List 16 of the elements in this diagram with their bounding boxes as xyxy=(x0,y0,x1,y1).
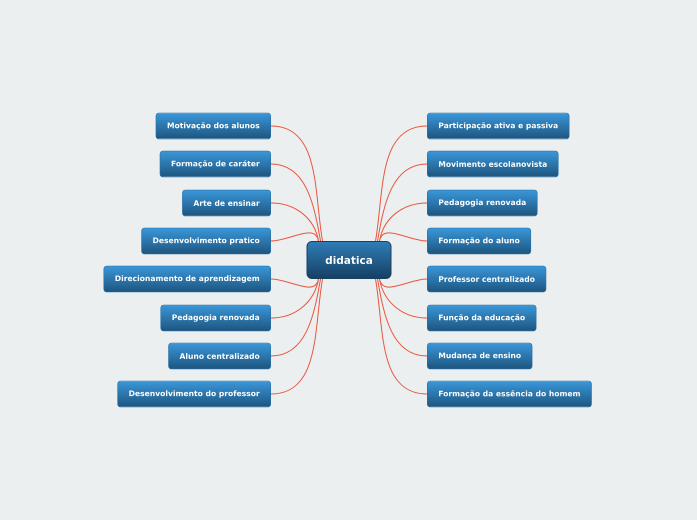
connector-line xyxy=(270,278,319,288)
connector-line xyxy=(375,126,428,242)
connector-line xyxy=(377,164,428,242)
connector-line xyxy=(270,278,323,394)
connector-line xyxy=(377,278,428,356)
connector-line xyxy=(270,164,321,242)
connector-line xyxy=(375,278,428,394)
connector-line xyxy=(379,278,428,318)
connector-line xyxy=(379,278,428,288)
connector-line xyxy=(270,278,319,318)
connector-line xyxy=(270,278,321,356)
connector-line xyxy=(270,126,323,242)
connector-line xyxy=(379,232,428,242)
connector-line xyxy=(270,202,319,242)
central-topic-box: didatica xyxy=(306,241,392,279)
connector-line xyxy=(270,232,319,242)
